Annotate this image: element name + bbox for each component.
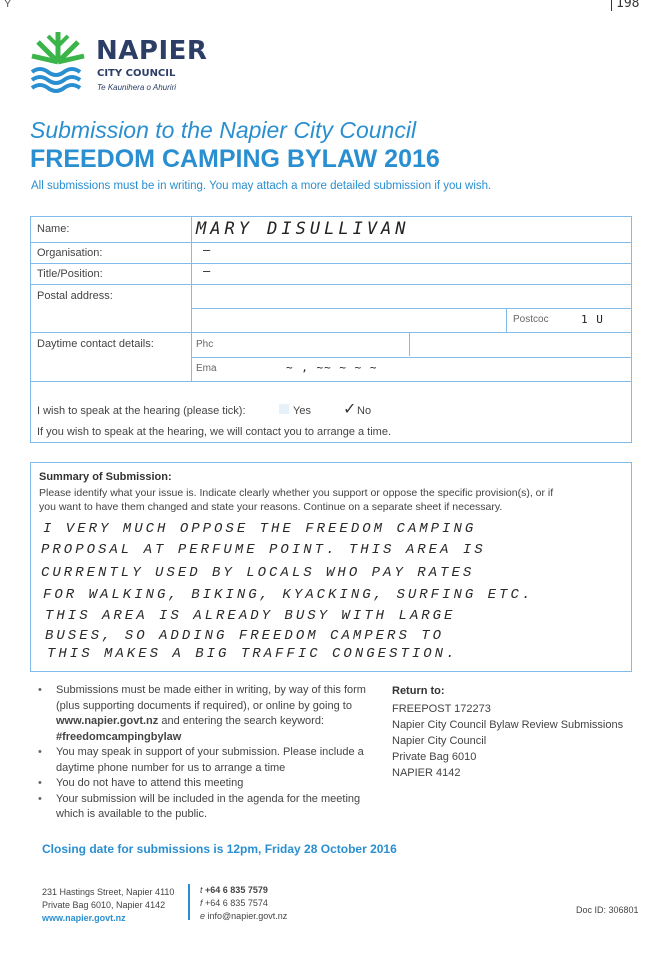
name-value[interactable]: MARY DISULLIVAN [196,219,410,239]
summary-instructions-1: Please identify what your issue is. Indi… [39,487,554,499]
hearing-label: I wish to speak at the hearing (please t… [37,405,246,417]
handwritten-line-6: BUSES, SO ADDING FREEDOM CAMPERS TO [45,628,445,644]
doc-id: Doc ID: 306801 [576,905,639,915]
handwritten-line-4: FOR WALKING, BIKING, KYACKING, SURFING E… [43,587,534,603]
logo-name: NAPIER [96,36,208,66]
handwritten-line-1: I VERY MUCH OPPOSE THE FREEDOM CAMPING [43,521,477,537]
notes-list: Submissions must be made either in writi… [38,683,368,823]
summary-box: Summary of Submission: Please identify w… [30,462,632,672]
instructions: All submissions must be in writing. You … [31,180,492,192]
contact-label: Daytime contact details: [37,338,154,350]
logo-council: CITY COUNCIL [97,68,176,79]
return-title: Return to: [392,685,445,697]
postal-label: Postal address: [37,290,113,302]
footer-divider [188,884,190,920]
napier-url[interactable]: www.napier.govt.nz [56,715,159,727]
footer-website[interactable]: www.napier.govt.nz [42,913,126,923]
note-item-1: Submissions must be made either in writi… [38,683,368,745]
email-label: Ema [196,363,217,374]
return-line-3: Napier City Council [392,735,487,747]
yes-label: Yes [293,405,311,417]
return-line-2: Napier City Council Bylaw Review Submiss… [392,719,624,731]
details-form: Name: MARY DISULLIVAN Organisation: — Ti… [30,216,632,443]
footer-fax: f +64 6 835 7574 [200,898,268,908]
organisation-value[interactable]: — [203,243,212,257]
return-line-1: FREEPOST 172273 [392,703,491,715]
no-label: No [357,405,372,417]
handwritten-line-5: THIS AREA IS ALREADY BUSY WITH LARGE [45,608,456,624]
footer-contact: t +64 6 835 7579 f +64 6 835 7574 e info… [200,884,287,923]
title-value[interactable]: — [203,264,212,278]
handwritten-line-7: THIS MAKES A BIG TRAFFIC CONGESTION. [47,646,458,662]
note-item-4: Your submission will be included in the … [38,792,368,823]
note-item-2: You may speak in support of your submiss… [38,745,368,776]
handwritten-page-number: 198 [611,0,639,11]
summary-title: Summary of Submission: [39,471,172,483]
handwritten-line-3: CURRENTLY USED BY LOCALS WHO PAY RATES [41,565,475,581]
name-label: Name: [37,223,70,235]
no-checkbox-checked[interactable]: ✓ [343,401,357,418]
bylaw-title: FREEDOM CAMPING BYLAW 2016 [30,145,440,173]
hearing-note: If you wish to speak at the hearing, we … [37,426,392,438]
napier-logo: NAPIER CITY COUNCIL Te Kaunihera o Ahuri… [28,28,207,98]
napier-logo-icon [30,32,85,93]
footer-address-2: Private Bag 6010, Napier 4142 [42,900,166,910]
email-scribble: ~ , ~~ ~ ~ ~ [286,361,378,374]
corner-tick: Y [4,0,12,10]
organisation-label: Organisation: [37,247,103,259]
search-keyword: #freedomcampingbylaw [56,730,182,743]
return-to: Return to: FREEPOST 172273 Napier City C… [392,683,623,781]
footer-phone: t +64 6 835 7579 [200,885,268,895]
yes-checkbox[interactable] [279,404,289,414]
footer-address: 231 Hastings Street, Napier 4110 Private… [42,886,174,925]
summary-instructions-2: you want to have them changed and state … [39,501,503,513]
return-line-5: NAPIER 4142 [392,767,461,779]
postcode-value[interactable]: 1 U [581,313,604,326]
phone-label: Phc [196,339,214,350]
footer-address-1: 231 Hastings Street, Napier 4110 [42,887,175,897]
note-item-3: You do not have to attend this meeting [38,776,368,792]
logo-maori: Te Kaunihera o Ahuriri [97,83,177,92]
page-title: Submission to the Napier City Council [30,117,417,143]
postcode-label: Postcoc [513,314,549,325]
footer-email[interactable]: e info@napier.govt.nz [200,911,288,921]
closing-date: Closing date for submissions is 12pm, Fr… [42,842,397,856]
return-line-4: Private Bag 6010 [392,751,477,763]
handwritten-line-2: PROPOSAL AT PERFUME POINT. THIS AREA IS [41,542,486,558]
title-label: Title/Position: [37,268,103,280]
